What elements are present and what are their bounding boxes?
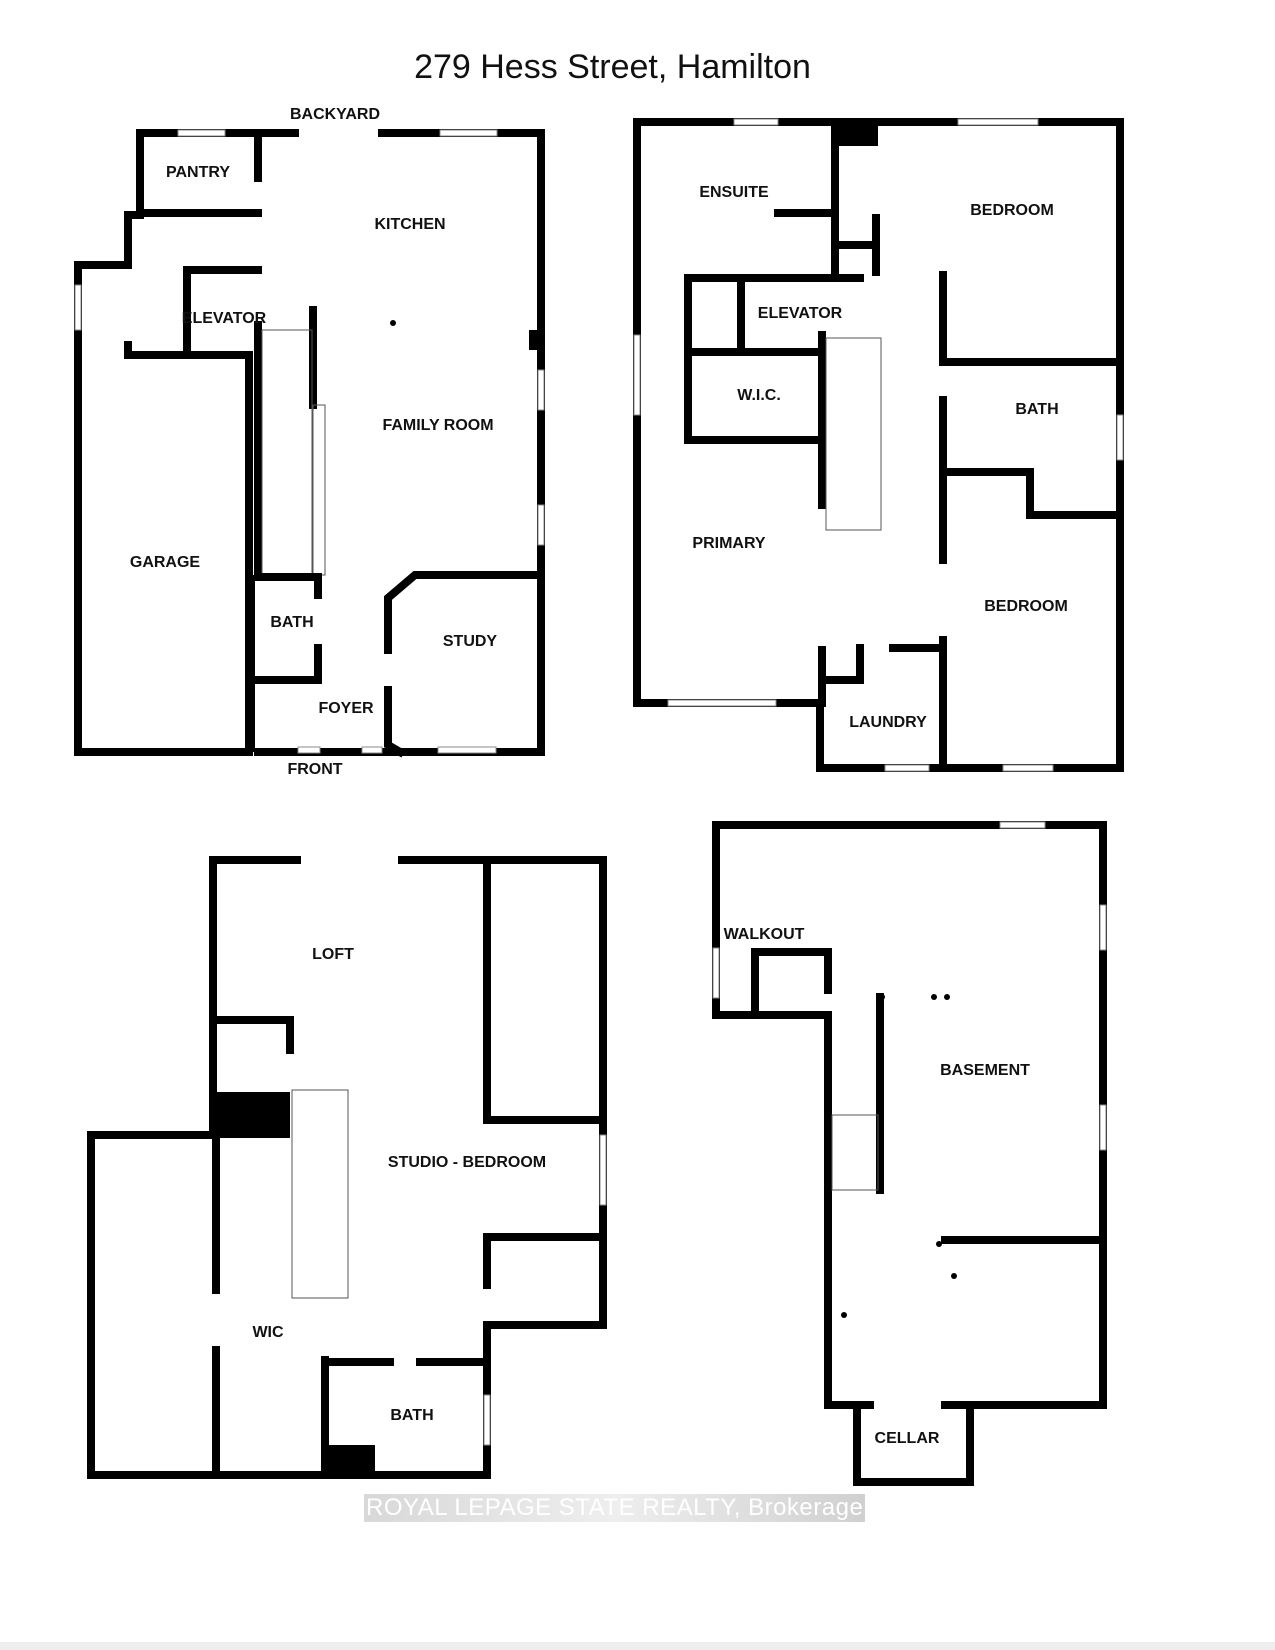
label-elevator-2: ELEVATOR (758, 305, 843, 322)
label-ensuite: ENSUITE (699, 184, 769, 201)
loft-floor-plan: LOFT STUDIO - BEDROOM WIC BATH (87, 856, 607, 1479)
second-floor-plan: ENSUITE BEDROOM ELEVATOR W.I.C. BATH PRI… (633, 118, 1124, 772)
label-pantry: PANTRY (166, 164, 230, 181)
label-garage: GARAGE (130, 554, 201, 571)
label-foyer: FOYER (318, 700, 374, 717)
brokerage-watermark: ROYAL LEPAGE STATE REALTY, Brokerage (364, 1494, 866, 1522)
label-basement: BASEMENT (940, 1062, 1030, 1079)
label-bath-2: BATH (1015, 401, 1058, 418)
label-wic-loft: WIC (252, 1324, 284, 1341)
basement-plan: WALKOUT BASEMENT CELLAR (712, 821, 1107, 1486)
label-loft: LOFT (312, 946, 354, 963)
label-backyard: BACKYARD (290, 106, 380, 123)
main-floor-plan: BACKYARD PANTRY KITCHEN ELEVATOR FAMILY … (74, 106, 545, 778)
label-kitchen: KITCHEN (374, 216, 445, 233)
footer-bar (0, 1642, 1275, 1650)
label-bedroom-2: BEDROOM (984, 598, 1068, 615)
plan-title: 279 Hess Street, Hamilton (414, 48, 811, 86)
label-primary: PRIMARY (692, 535, 766, 552)
label-elevator: ELEVATOR (182, 310, 267, 327)
label-bath: BATH (270, 614, 313, 631)
label-studio-bedroom: STUDIO - BEDROOM (388, 1154, 546, 1171)
label-walkout: WALKOUT (724, 926, 805, 943)
label-cellar: CELLAR (875, 1430, 940, 1447)
label-laundry: LAUNDRY (849, 714, 927, 731)
label-family-room: FAMILY ROOM (382, 417, 493, 434)
label-bedroom-1: BEDROOM (970, 202, 1054, 219)
label-study: STUDY (443, 633, 498, 650)
label-front: FRONT (287, 761, 342, 778)
label-bath-loft: BATH (390, 1407, 433, 1424)
label-wic: W.I.C. (737, 387, 781, 404)
